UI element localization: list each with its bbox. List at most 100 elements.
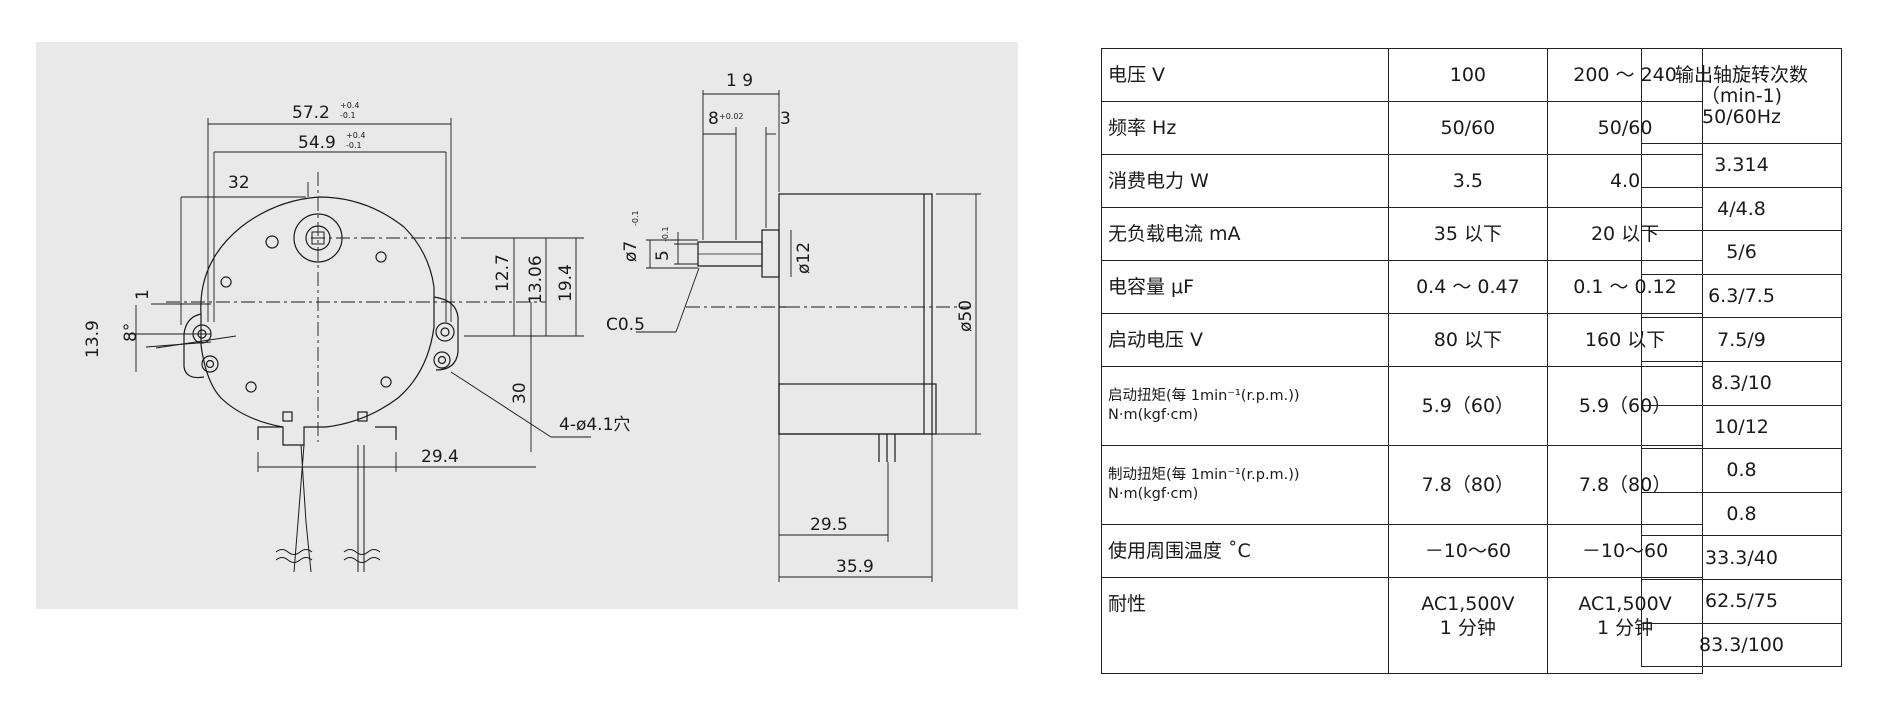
side-view: [697, 193, 937, 462]
table-header-row: 输出轴旋转次数 （min-1) 50/60Hz: [1641, 48, 1842, 144]
dim-phi12: ø12: [794, 242, 814, 274]
table-row: 0.8: [1641, 491, 1842, 537]
table-row: 频率 Hz 50/60 50/60: [1101, 101, 1703, 155]
speed-value: 6.3/7.5: [1641, 273, 1842, 319]
motor-dimension-drawing: 57.2 +0.4 -0.1 54.9 +0.4 -0.1 32 1 8° 13…: [36, 42, 1018, 609]
table-row: 使用周围温度 ˚C －10～60 －10～60: [1101, 524, 1703, 578]
dim-13-9: 13.9: [83, 320, 103, 358]
table-row: 7.5/9: [1641, 317, 1842, 362]
dim-1: 1: [133, 289, 153, 300]
dim-32: 32: [228, 173, 250, 193]
value-100v: 100: [1387, 48, 1549, 102]
speed-value: 0.8: [1641, 491, 1842, 537]
row-label: 消费电力 W: [1101, 154, 1389, 208]
table-row: 5/6: [1641, 230, 1842, 275]
speed-table: 输出轴旋转次数 （min-1) 50/60Hz 3.314 4/4.8 5/6 …: [1641, 48, 1842, 668]
table-row: 6.3/7.5: [1641, 273, 1842, 319]
front-view: [183, 196, 459, 573]
speed-value: 4/4.8: [1641, 186, 1842, 232]
speed-value: 10/12: [1641, 404, 1842, 450]
row-label-line2: N·m(kgf·cm): [1108, 407, 1199, 423]
value-100v: 7.8（80）: [1387, 445, 1549, 525]
dim-5: 5: [653, 250, 673, 261]
row-label: 无负载电流 mA: [1101, 207, 1389, 261]
speed-table-header: 输出轴旋转次数 （min-1) 50/60Hz: [1641, 48, 1842, 144]
row-label: 电压 V: [1101, 48, 1389, 102]
table-row: 62.5/75: [1641, 578, 1842, 624]
dim-c05: C0.5: [606, 315, 645, 335]
front-dimension-lines: [128, 118, 591, 472]
dim-30: 30: [510, 382, 530, 404]
row-label: 启动电压 V: [1101, 313, 1389, 367]
speed-value: 83.3/100: [1641, 622, 1842, 668]
dim-13-06: 13.06: [526, 255, 546, 304]
row-label: 频率 Hz: [1101, 101, 1389, 155]
mount-hole-right-top: [435, 322, 455, 342]
front-dimension-text: 57.2 +0.4 -0.1 54.9 +0.4 -0.1 32 1 8° 13…: [83, 101, 630, 467]
table-row: 33.3/40: [1641, 535, 1842, 580]
value-100v: 35 以下: [1387, 207, 1549, 261]
table-row: 电压 V 100 200 ～ 240: [1101, 48, 1703, 102]
dim-phi50: ø50: [956, 300, 976, 332]
value-100v: 50/60: [1387, 101, 1549, 155]
header-line1: 输出轴旋转次数: [1674, 63, 1808, 86]
dim-29-4: 29.4: [421, 447, 459, 467]
svg-text:-0.1: -0.1: [631, 210, 640, 226]
value-100v: 5.9（60）: [1387, 366, 1549, 446]
speed-value: 5/6: [1641, 230, 1842, 275]
dim-8: 8: [708, 109, 719, 129]
table-row: 8.3/10: [1641, 360, 1842, 406]
value-100v: AC1,500V 1 分钟: [1387, 577, 1549, 674]
dim-3: 3: [780, 109, 791, 129]
side-dimension-lines: [636, 90, 981, 582]
row-label-line2: N·m(kgf·cm): [1108, 486, 1199, 502]
table-row: 3.314: [1641, 143, 1842, 188]
speed-value: 7.5/9: [1641, 317, 1842, 362]
speed-value: 33.3/40: [1641, 535, 1842, 580]
dim-total-width: 57.2: [292, 103, 330, 123]
table-row: 启动扭矩(每 1min⁻¹(r.p.m.)) N·m(kgf·cm) 5.9（6…: [1101, 366, 1703, 446]
side-dimension-text: 1 9 8 +0.02 3 ø7 -0.1 5 -0.1 ø12 C0.5 ø5…: [606, 71, 976, 577]
table-row: 无负载电流 mA 35 以下 20 以下: [1101, 207, 1703, 261]
header-line3: 50/60Hz: [1701, 105, 1781, 128]
value-100v: －10～60: [1387, 524, 1549, 578]
front-motor-body: [200, 196, 435, 446]
value-100v: 0.4 ～ 0.47: [1387, 260, 1549, 314]
side-terminal-block: [778, 383, 937, 435]
value-line2: 1 分钟: [1596, 617, 1654, 639]
row-label: 制动扭矩(每 1min⁻¹(r.p.m.)) N·m(kgf·cm): [1101, 445, 1389, 525]
mount-hole-left-bottom: [201, 355, 219, 373]
svg-text:-0.1: -0.1: [661, 226, 670, 242]
svg-text:+0.4: +0.4: [340, 101, 359, 110]
table-row: 启动电压 V 80 以下 160 以下: [1101, 313, 1703, 367]
row-label: 电容量 μF: [1101, 260, 1389, 314]
value-line1: AC1,500V: [1421, 593, 1515, 615]
header-line2: （min-1): [1700, 84, 1783, 107]
spec-table: 电压 V 100 200 ～ 240 频率 Hz 50/60 50/60 消费电…: [1101, 48, 1703, 674]
dim-hole-pitch: 54.9: [298, 133, 336, 153]
table-row: 83.3/100: [1641, 622, 1842, 668]
row-label: 耐性: [1101, 577, 1389, 674]
row-label: 使用周围温度 ˚C: [1101, 524, 1389, 578]
speed-value: 0.8: [1641, 448, 1842, 493]
speed-value: 62.5/75: [1641, 578, 1842, 624]
spec-table-body: 电压 V 100 200 ～ 240 频率 Hz 50/60 50/60 消费电…: [1101, 48, 1703, 674]
value-100v: 3.5: [1387, 154, 1549, 208]
speed-value: 8.3/10: [1641, 360, 1842, 406]
mount-hole-right-bottom: [433, 351, 451, 369]
dim-phi7: ø7: [621, 241, 641, 262]
svg-text:+0.02: +0.02: [719, 112, 744, 121]
svg-text:+0.4: +0.4: [346, 131, 365, 140]
terminal-tab-left: [282, 411, 293, 422]
value-100v: 80 以下: [1387, 313, 1549, 367]
side-output-shaft: [697, 241, 763, 267]
value-line2: 1 分钟: [1439, 617, 1496, 639]
svg-text:-0.1: -0.1: [346, 141, 362, 150]
table-row: 消费电力 W 3.5 4.0: [1101, 154, 1703, 208]
dim-29-5: 29.5: [810, 515, 848, 535]
front-lug-left: [183, 313, 205, 379]
table-row: 电容量 μF 0.4 ～ 0.47 0.1 ～ 0.12: [1101, 260, 1703, 314]
dim-35-9: 35.9: [836, 557, 874, 577]
table-row: 4/4.8: [1641, 186, 1842, 232]
dim-19: 1 9: [726, 71, 753, 91]
